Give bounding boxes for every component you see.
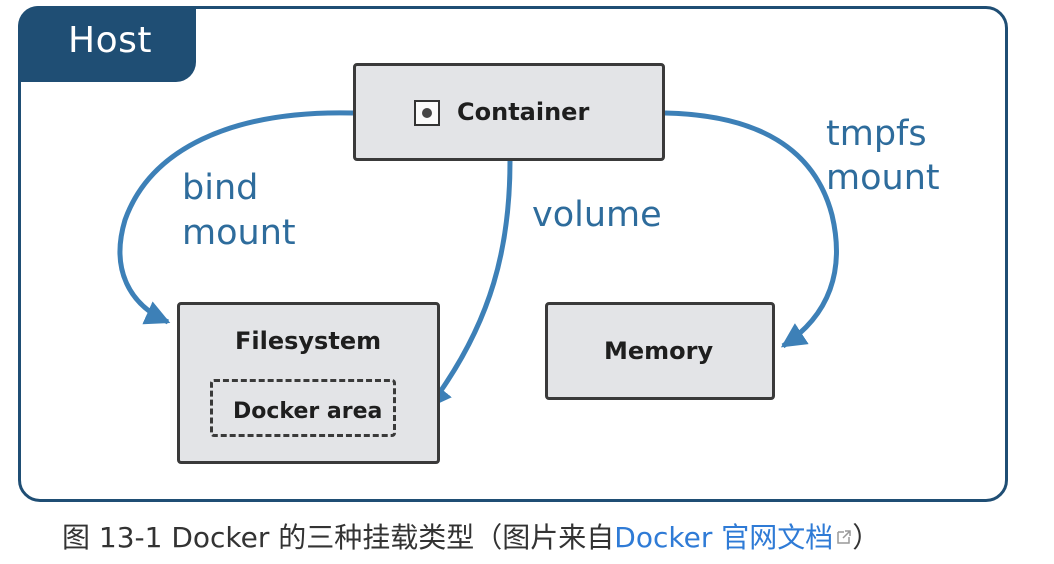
memory-label: Memory [604,337,714,365]
container-icon [414,100,440,126]
docker-area-box [210,379,396,437]
caption-prefix: 图 13-1 Docker 的三种挂载类型（图片来自 [62,521,615,554]
memory-box [545,302,775,400]
caption-suffix: ） [852,521,881,554]
docker-area-label: Docker area [233,399,383,424]
tmpfs-mount-arrow [664,110,839,349]
container-box [353,63,665,161]
container-label: Container [457,98,590,126]
bind-mount-label-line2: mount [182,213,296,253]
filesystem-box [177,302,440,464]
bind-mount-label-line1: bind [182,168,259,208]
external-link-icon[interactable] [836,529,852,545]
docker-docs-link[interactable]: Docker 官网文档 [614,521,834,554]
volume-label: volume [532,195,662,235]
tmpfs-mount-label-line1: tmpfs [826,114,927,154]
host-label: Host [68,20,152,61]
filesystem-label: Filesystem [235,327,382,355]
volume-arrow [426,160,513,409]
figure-caption: 图 13-1 Docker 的三种挂载类型（图片来自Docker 官网文档 ） [62,518,880,558]
bind-mount-arrow [117,110,354,325]
tmpfs-mount-label-line2: mount [826,158,940,198]
host-tab [18,6,196,82]
